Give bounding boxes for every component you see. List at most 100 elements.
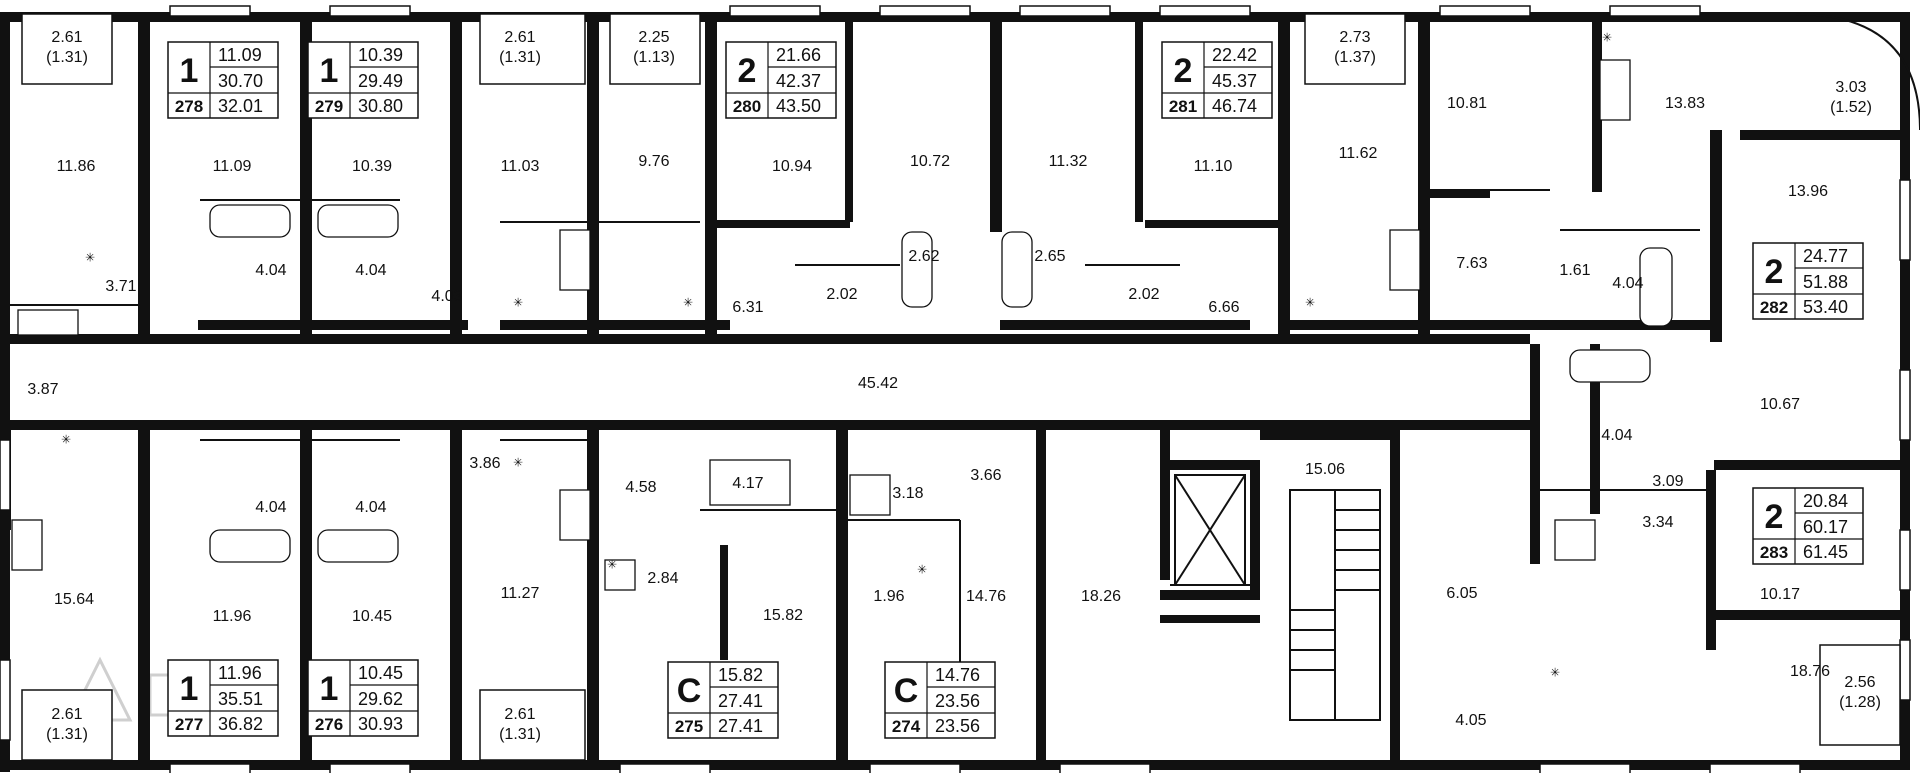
- room-area-r7: 10.72: [910, 153, 950, 170]
- bathtub-icon: [317, 204, 399, 238]
- balcony-area-b5: 3.03: [1835, 79, 1866, 96]
- apartment-total-area: 30.70: [218, 71, 263, 91]
- balcony-area-labels: 2.61(1.31)2.61(1.31)2.25(1.13)2.73(1.37)…: [46, 29, 1881, 743]
- apartment-area-with-balcony: 61.45: [1803, 542, 1848, 562]
- apartment-number: 282: [1760, 298, 1788, 317]
- room-area-r44: 10.45: [352, 608, 392, 625]
- room-area-r18: 6.31: [732, 299, 763, 316]
- apartment-living-area: 10.39: [358, 45, 403, 65]
- room-area-r11: 10.81: [1447, 95, 1487, 112]
- apartment-total-area: 29.62: [358, 689, 403, 709]
- ventilation-icon: ✳: [513, 296, 523, 310]
- room-area-r45: 11.27: [501, 585, 540, 602]
- apartment-box-frame: [167, 41, 279, 119]
- room-area-r43: 11.96: [213, 608, 252, 625]
- apartment-area-with-balcony: 27.41: [718, 716, 763, 736]
- balcony-frames: [21, 13, 1920, 761]
- balcony-area-b2: 2.61: [504, 29, 535, 46]
- room-area-r35: 4.04: [355, 499, 386, 516]
- room-area-r12: 13.83: [1665, 95, 1705, 112]
- balcony-reduced-area-b7: (1.31): [499, 726, 541, 743]
- shower-icon: [709, 459, 791, 506]
- room-area-r2: 11.09: [213, 158, 252, 175]
- room-area-r17: 4.03: [431, 288, 462, 305]
- balcony-reduced-area-b6: (1.31): [46, 726, 88, 743]
- room-area-r42: 15.64: [54, 591, 94, 608]
- apartment-room-count: С: [894, 672, 919, 710]
- balcony-reduced-area-b4: (1.37): [1334, 49, 1376, 66]
- apartment-living-area: 22.42: [1212, 45, 1257, 65]
- bathtub-icon: [209, 529, 291, 563]
- balcony-area-b1: 2.61: [51, 29, 82, 46]
- apartment-area-with-balcony: 43.50: [776, 96, 821, 116]
- apartment-total-area: 42.37: [776, 71, 821, 91]
- apartment-area-with-balcony: 46.74: [1212, 96, 1257, 116]
- apartment-room-count: 1: [180, 670, 199, 708]
- room-area-r49: 14.76: [966, 588, 1006, 605]
- ventilation-icon: ✳: [85, 251, 95, 265]
- apartment-number: 278: [175, 97, 203, 116]
- stove-icon: [559, 229, 591, 291]
- apartment-living-area: 24.77: [1803, 246, 1848, 266]
- stairs-icon: [1289, 489, 1381, 721]
- apartment-living-area: 10.45: [358, 663, 403, 683]
- apartment-total-area: 45.37: [1212, 71, 1257, 91]
- apartment-total-area: 51.88: [1803, 272, 1848, 292]
- room-area-r37: 4.58: [625, 479, 656, 496]
- room-area-r25: 1.61: [1559, 262, 1590, 279]
- room-area-r50: 18.26: [1081, 588, 1121, 605]
- room-area-r27: 3.87: [27, 381, 58, 398]
- apartment-living-area: 21.66: [776, 45, 821, 65]
- apartment-box-frame: [1161, 41, 1273, 119]
- room-area-r38: 4.17: [732, 475, 763, 492]
- ventilation-markers: ✳ ✳ ✳ ✳ ✳ ✳ ✳ ✳ ✳ ✳: [61, 31, 1612, 680]
- bath-fixtures: [11, 59, 1673, 591]
- room-area-r9: 11.10: [1194, 158, 1233, 175]
- apartment-living-area: 11.09: [218, 45, 262, 65]
- bathtub-icon: [209, 204, 291, 238]
- apartment-living-area: 15.82: [718, 665, 763, 685]
- walls: [0, 12, 1910, 772]
- apartment-room-count: 1: [180, 52, 199, 90]
- apartment-total-area: 29.49: [358, 71, 403, 91]
- bathtub-icon: [1639, 247, 1673, 327]
- balcony-reduced-area-b8: (1.28): [1839, 694, 1881, 711]
- apartment-area-with-balcony: 30.80: [358, 96, 403, 116]
- room-area-r4: 11.03: [501, 158, 540, 175]
- apartment-area-with-balcony: 36.82: [218, 714, 263, 734]
- stove-icon: [559, 489, 591, 541]
- room-area-r21: 2.65: [1034, 248, 1065, 265]
- room-area-r20: 2.62: [908, 248, 939, 265]
- apartment-number: 275: [675, 717, 703, 736]
- stove-icon: [17, 309, 79, 336]
- apartment-number: 279: [315, 97, 343, 116]
- apartment-room-count: 2: [1765, 253, 1784, 291]
- elevator-shaft: [1174, 474, 1246, 586]
- apartment-box-282[interactable]: 2 282 24.77 51.88 53.40: [1752, 242, 1864, 320]
- room-area-r1: 11.86: [57, 158, 96, 175]
- room-area-r52: 18.76: [1790, 663, 1830, 680]
- apartment-room-count: С: [677, 672, 702, 710]
- rounded-balcony-outline: [1794, 13, 1920, 131]
- room-area-r53: 4.05: [1455, 712, 1486, 729]
- balcony-area-b8: 2.56: [1844, 674, 1875, 691]
- room-area-r3: 10.39: [352, 158, 392, 175]
- balcony-reduced-area-b1: (1.31): [46, 49, 88, 66]
- apartment-area-with-balcony: 53.40: [1803, 297, 1848, 317]
- balcony-area-b3: 2.25: [638, 29, 669, 46]
- apartment-living-area: 14.76: [935, 665, 980, 685]
- room-area-r30: 4.04: [1601, 427, 1632, 444]
- apartment-total-area: 35.51: [218, 689, 263, 709]
- balcony-reduced-area-b3: (1.13): [633, 49, 675, 66]
- room-area-r40: 3.66: [970, 467, 1001, 484]
